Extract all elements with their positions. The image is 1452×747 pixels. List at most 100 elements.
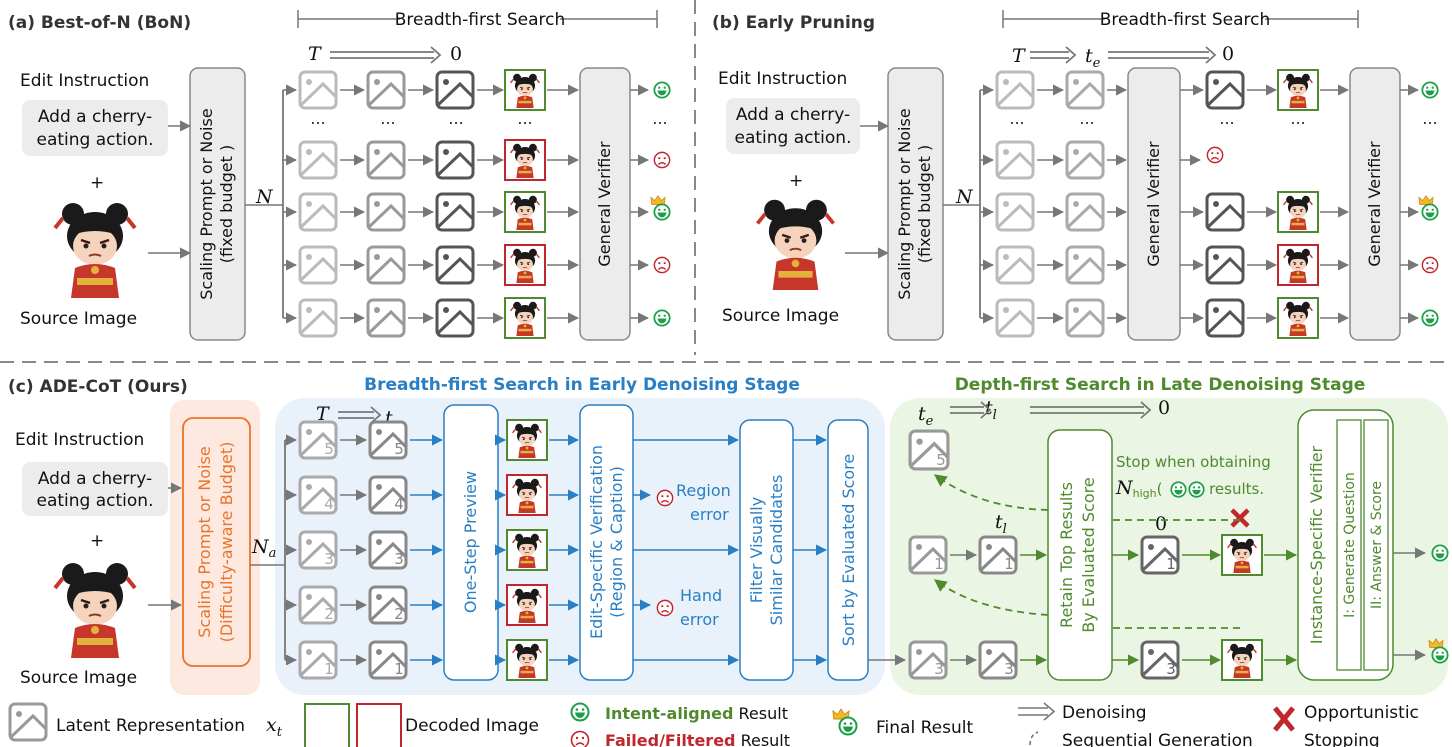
scaling-line2: (fixed budget ) <box>915 145 934 263</box>
latent-icon <box>435 245 475 285</box>
instruction-line1: Add a cherry- <box>736 105 850 125</box>
crown-icon <box>650 195 666 205</box>
panel-c-title: (c) ADE-CoT (Ours) <box>8 377 188 397</box>
generate-question-label: I: Generate Question <box>1342 472 1358 618</box>
sort-box <box>827 419 869 681</box>
legend-intent-label: Intent-aligned Result <box>605 704 788 723</box>
stop-condition-line2: Nhigh() results. <box>1115 477 1264 500</box>
decoded-legend-red <box>356 703 402 747</box>
n-label: N <box>255 186 274 208</box>
hand-error-line1: Hand <box>680 586 722 605</box>
plus-sign: + <box>789 171 803 191</box>
final-result-face-icon <box>653 203 671 221</box>
ellipsis: ... <box>1079 109 1094 128</box>
panel-c-ade-cot: (c) ADE-CoT (Ours) Breadth-first Search … <box>8 375 1448 695</box>
failed-face-icon <box>656 489 674 507</box>
final-result-face-icon <box>838 716 858 736</box>
panel-a-title: (a) Best-of-N (BoN) <box>8 13 191 33</box>
panel-a-best-of-n: (a) Best-of-N (BoN) Breadth-first Search… <box>8 9 658 341</box>
ellipsis: ... <box>310 109 325 128</box>
latent-icon <box>1065 245 1105 285</box>
panel-b-title: (b) Early Pruning <box>712 13 875 33</box>
ellipsis: ... <box>1219 109 1234 128</box>
region-error-line2: error <box>690 505 729 524</box>
legend-stop-line2: Stopping <box>1304 731 1380 747</box>
latent-icon <box>1065 298 1105 338</box>
scaling-line2: (fixed budget ) <box>217 145 236 263</box>
latent-step-label: 3 <box>934 660 944 678</box>
n-label: N <box>955 186 974 208</box>
latent-step-label: 4 <box>394 495 404 513</box>
instruction-line1: Add a cherry- <box>38 469 152 489</box>
source-image <box>53 201 137 298</box>
time-mid-label: te <box>1085 45 1101 71</box>
denoising-arrow <box>330 46 442 64</box>
time-start-label: T <box>308 43 322 65</box>
connector <box>933 579 1049 616</box>
denoising-arrow <box>1108 46 1217 64</box>
edit-verification-line1: Edit-Specific Verification <box>587 445 606 639</box>
latent-legend-icon <box>8 702 48 742</box>
ellipsis: ... <box>1009 109 1024 128</box>
general-verifier-label-1: General Verifier <box>1144 141 1163 267</box>
latent-icon <box>366 140 406 180</box>
panel-b-early-pruning: (b) Early Pruning Breadth-first Search T… <box>712 9 1401 341</box>
instruction-box <box>22 462 168 516</box>
denoising-arrow <box>1030 46 1077 64</box>
latent-icon <box>366 70 406 110</box>
na-label: Na <box>251 536 276 561</box>
intent-aligned-face-icon <box>1431 544 1449 562</box>
stop-condition-line1: Stop when obtaining <box>1116 453 1271 471</box>
final-result-face-icon <box>1421 203 1439 221</box>
latent-step-label: 3 <box>1166 660 1176 678</box>
legend-failed-label: Failed/Filtered Result <box>605 731 790 747</box>
latent-icon <box>995 70 1035 110</box>
intent-aligned-face-icon <box>653 81 671 99</box>
instruction-line2: eating action. <box>735 128 852 148</box>
latent-icon <box>366 298 406 338</box>
latent-step-label: 1 <box>394 660 404 678</box>
intent-aligned-face-icon <box>1170 481 1187 498</box>
general-verifier-label-2: General Verifier <box>1365 141 1384 267</box>
ellipsis: ... <box>517 109 532 128</box>
latent-icon <box>298 70 338 110</box>
denoising-arrow <box>950 401 992 419</box>
general-verifier-box <box>579 67 631 341</box>
intent-aligned-face-icon <box>1188 481 1205 498</box>
source-image-label: Source Image <box>20 309 137 329</box>
latent-icon <box>1205 298 1245 338</box>
intent-aligned-face-icon <box>1421 81 1439 99</box>
one-step-preview-box <box>443 404 499 681</box>
orange-background <box>170 400 260 695</box>
retain-line1: Retain Top Results <box>1057 482 1076 628</box>
connector <box>933 474 1049 511</box>
ellipsis: ... <box>1290 109 1305 128</box>
scaling-box <box>182 417 251 667</box>
latent-icon <box>995 298 1035 338</box>
source-image-label: Source Image <box>20 668 137 688</box>
generate-question-box <box>1336 419 1362 671</box>
latent-icon <box>435 192 475 232</box>
edit-instruction-label: Edit Instruction <box>718 69 847 89</box>
retain-line2: By Evaluated Score <box>1079 477 1098 632</box>
plus-sign: + <box>90 531 104 551</box>
edit-instruction-label: Edit Instruction <box>15 430 144 450</box>
region-error-line1: Region <box>676 481 731 500</box>
instance-verifier-label: Instance-Specific Verifier <box>1307 445 1326 644</box>
time-end-label: 0 <box>1222 43 1234 65</box>
failed-face-icon <box>653 256 671 274</box>
bfs-label: Breadth-first Search <box>1100 10 1271 30</box>
scaling-box <box>189 67 246 341</box>
latent-icon <box>435 140 475 180</box>
general-verifier-label: General Verifier <box>595 141 614 267</box>
legend-denoising-label: Denoising <box>1062 703 1147 723</box>
time-end-label: 0 <box>450 43 462 65</box>
source-image <box>755 197 836 290</box>
filter-line1: Filter Visually <box>747 497 766 603</box>
latent-step-label: 5 <box>394 440 404 458</box>
latent-icon <box>366 192 406 232</box>
bfs-title: Breadth-first Search in Early Denoising … <box>364 375 800 395</box>
general-verifier-box-1 <box>1127 67 1181 341</box>
